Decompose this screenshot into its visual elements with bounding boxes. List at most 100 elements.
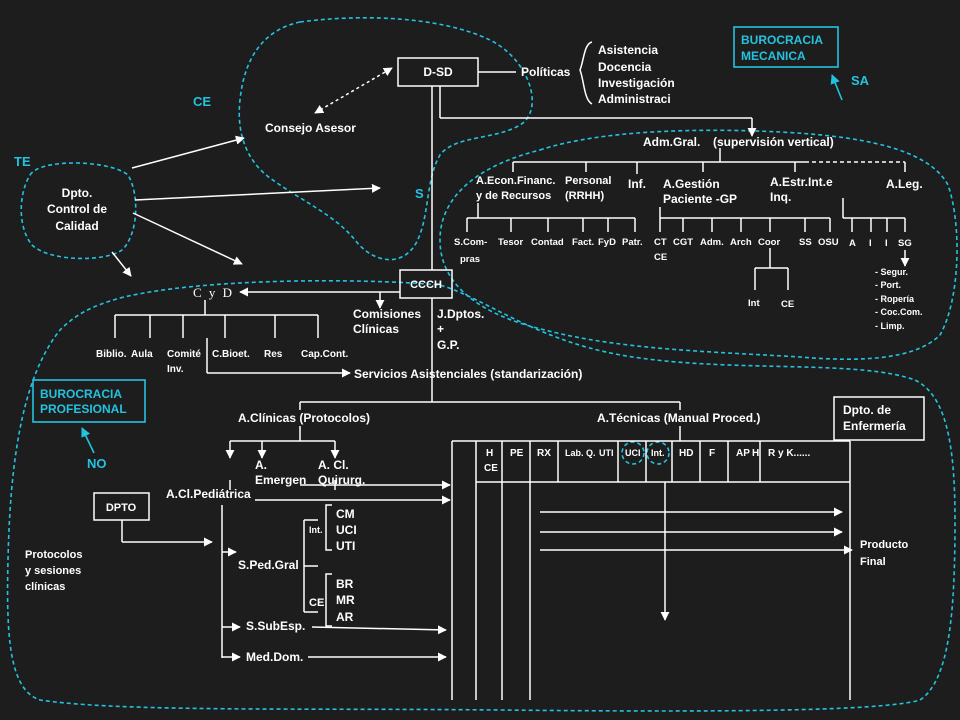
tec-ce: CE bbox=[484, 463, 498, 474]
sub-ct: CT bbox=[654, 237, 667, 248]
cyd-aula: Aula bbox=[131, 349, 153, 360]
adm-gral-label: Adm.Gral. bbox=[643, 135, 700, 149]
sub-osu: OSU bbox=[818, 237, 839, 248]
coor-int: Int bbox=[748, 298, 760, 309]
int-uci: UCI bbox=[336, 523, 357, 537]
ce-zone-label: CE bbox=[193, 94, 211, 109]
tec-hd: HD bbox=[679, 448, 693, 459]
ccch-box bbox=[399, 269, 453, 299]
tec-ap: AP bbox=[736, 448, 750, 459]
jdptos-line-2: + bbox=[437, 322, 444, 336]
protocolos-line-2: y sesiones bbox=[25, 565, 81, 577]
consejo-asesor-label: Consejo Asesor bbox=[265, 121, 356, 135]
int-label: Int. bbox=[309, 525, 323, 535]
sub-coor: Coor bbox=[758, 237, 780, 248]
ce-br: BR bbox=[336, 577, 354, 591]
mecanica-line-1: BUROCRACIA bbox=[741, 33, 823, 47]
clinicas-label: A.Clínicas (Protocolos) bbox=[238, 411, 370, 425]
leg-label: A.Leg. bbox=[886, 177, 923, 191]
jdptos-line-3: G.P. bbox=[437, 338, 459, 352]
leg-i2: I bbox=[885, 238, 888, 249]
sub-tesor: Tesor bbox=[498, 237, 523, 248]
profesional-line-1: BUROCRACIA bbox=[40, 387, 122, 401]
enfermeria-box bbox=[833, 396, 925, 441]
cyd-res: Res bbox=[264, 349, 283, 360]
int-uti: UTI bbox=[336, 539, 355, 553]
servicios-label: Servicios Asistenciales (standarización) bbox=[354, 367, 582, 381]
estr-line-2: Inq. bbox=[770, 190, 791, 204]
connectors bbox=[111, 41, 910, 700]
sg-coc: - Coc.Com. bbox=[875, 307, 923, 317]
sub-fyd: FyD bbox=[598, 237, 616, 248]
strategic-apex-zone bbox=[238, 16, 534, 261]
cyd-comite: Comité bbox=[167, 349, 201, 360]
cyd-capcont: Cap.Cont. bbox=[301, 349, 348, 360]
econ-line-1: A.Econ.Financ. bbox=[476, 175, 555, 187]
control-line-1: Dpto. bbox=[62, 186, 93, 200]
sub-ss: SS bbox=[799, 237, 812, 248]
coor-ce: CE bbox=[781, 299, 794, 310]
cyd-biblio: Biblio. bbox=[96, 349, 127, 360]
tec-lab: Lab. bbox=[565, 448, 584, 458]
estr-line-1: A.Estr.Int.e bbox=[770, 175, 833, 189]
sub-compras-2: pras bbox=[460, 254, 480, 265]
tec-uti: UTI bbox=[599, 448, 614, 458]
sub-ce: CE bbox=[654, 252, 667, 263]
tec-uci: UCI bbox=[625, 448, 641, 458]
producto-line-2: Final bbox=[860, 556, 886, 568]
ccch-label: CCCH bbox=[410, 279, 442, 291]
uci-highlight bbox=[621, 441, 645, 465]
comisiones-line-2: Clínicas bbox=[353, 322, 399, 336]
policy-investigacion: Investigación bbox=[598, 76, 675, 90]
sub-patr: Patr. bbox=[622, 237, 643, 248]
s-zone-label: S bbox=[415, 186, 424, 201]
sub-compras: S.Com- bbox=[454, 237, 487, 248]
quirurg-line-1: A. Cl. bbox=[318, 458, 349, 472]
gestion-line-2: Paciente -GP bbox=[663, 192, 737, 206]
sped-label: S.Ped.Gral bbox=[238, 558, 299, 572]
emergen-line-1: A. bbox=[255, 458, 267, 472]
profesional-line-2: PROFESIONAL bbox=[40, 402, 127, 416]
operating-core-zone bbox=[6, 279, 956, 712]
protocolos-line-3: clínicas bbox=[25, 581, 65, 593]
control-line-3: Calidad bbox=[55, 219, 98, 233]
tec-h: H bbox=[486, 448, 493, 459]
sg-limp: - Limp. bbox=[875, 321, 905, 331]
tec-f: F bbox=[709, 448, 715, 459]
subesp-label: S.SubEsp. bbox=[246, 619, 305, 633]
sub-adm: Adm. bbox=[700, 237, 724, 248]
sub-cgt: CGT bbox=[673, 237, 693, 248]
enfermeria-line-1: Dpto. de bbox=[843, 403, 891, 417]
leg-i1: I bbox=[869, 238, 872, 249]
cyd-label: C y D bbox=[193, 285, 234, 300]
sa-arrow bbox=[830, 74, 843, 101]
sub-fact: Fact. bbox=[572, 237, 594, 248]
sg-segur: - Segur. bbox=[875, 267, 908, 277]
tec-pe: PE bbox=[510, 448, 524, 459]
gestion-line-1: A.Gestión bbox=[663, 177, 720, 191]
sub-contad: Contad bbox=[531, 237, 564, 248]
burocracia-profesional-box bbox=[32, 379, 146, 423]
int-highlight bbox=[646, 441, 670, 465]
producto-line-1: Producto bbox=[860, 539, 909, 551]
comisiones-line-1: Comisiones bbox=[353, 307, 421, 321]
ce-ar: AR bbox=[336, 610, 354, 624]
quirurg-line-2: Quirurg. bbox=[318, 473, 365, 487]
personal-line-2: (RRHH) bbox=[565, 190, 604, 202]
no-arrow bbox=[81, 427, 95, 454]
supervision-label: (supervisión vertical) bbox=[713, 135, 834, 149]
tec-ryk: R y K...... bbox=[768, 448, 810, 459]
econ-line-2: y de Recursos bbox=[476, 190, 551, 202]
policy-administracion: Administraci bbox=[598, 92, 671, 106]
leg-sg: SG bbox=[898, 238, 912, 249]
dpto-label: DPTO bbox=[106, 502, 137, 514]
leg-a: A bbox=[849, 238, 856, 249]
burocracia-mecanica-box bbox=[733, 26, 839, 68]
tecnicas-label: A.Técnicas (Manual Proced.) bbox=[597, 411, 760, 425]
cyd-bioet: C.Bioet. bbox=[212, 349, 250, 360]
personal-line-1: Personal bbox=[565, 175, 611, 187]
tec-int: Int. bbox=[651, 448, 665, 458]
politicas-label: Políticas bbox=[521, 65, 571, 79]
